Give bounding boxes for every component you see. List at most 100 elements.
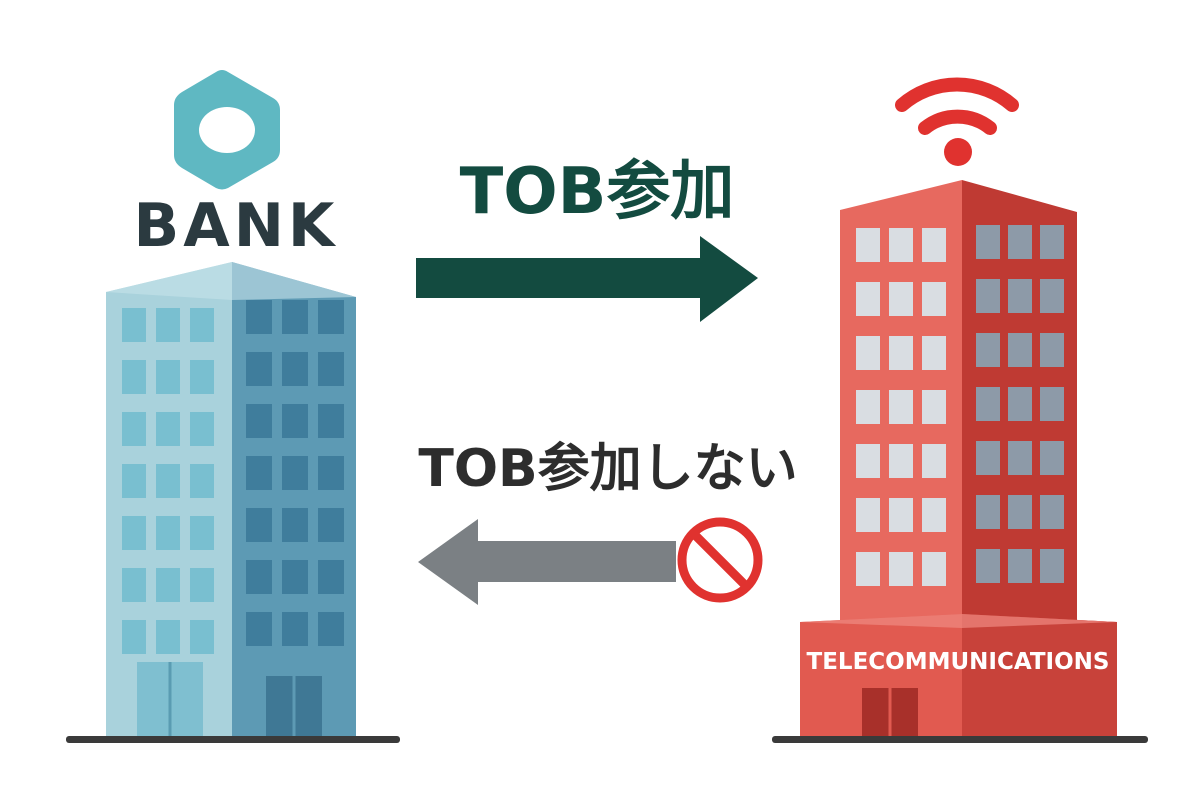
bank-window <box>156 360 180 394</box>
bank-window <box>122 412 146 446</box>
telecom-window <box>856 444 880 478</box>
telecom-window <box>1008 549 1032 583</box>
bank-window <box>190 568 214 602</box>
telecom-window <box>922 390 946 424</box>
telecom-window <box>1040 279 1064 313</box>
telecom-building: TELECOMMUNICATIONS <box>800 180 1117 738</box>
bank-window <box>190 620 214 654</box>
telecom-window <box>976 225 1000 259</box>
bank-window <box>246 560 272 594</box>
telecom-window <box>856 228 880 262</box>
not-participate-arrow-group: TOB参加しない <box>418 439 798 605</box>
telecom-window <box>1040 333 1064 367</box>
bank-ground-line <box>66 736 400 743</box>
telecom-window <box>1040 549 1064 583</box>
telecom-window <box>889 336 913 370</box>
bank-window <box>122 308 146 342</box>
bank-window <box>282 456 308 490</box>
bank-window <box>246 300 272 334</box>
telecom-window <box>1040 387 1064 421</box>
bank-window <box>190 308 214 342</box>
bank-window <box>156 308 180 342</box>
telecom-windows-front <box>856 228 946 586</box>
bank-window <box>156 464 180 498</box>
telecom-window <box>976 441 1000 475</box>
telecom-window <box>976 549 1000 583</box>
telecom-window <box>1008 441 1032 475</box>
telecom-window <box>922 444 946 478</box>
bank-window <box>318 456 344 490</box>
bank-window <box>282 560 308 594</box>
bank-window <box>156 516 180 550</box>
bank-window <box>246 508 272 542</box>
bank-window <box>318 560 344 594</box>
telecom-window <box>889 228 913 262</box>
bank-window <box>246 404 272 438</box>
bank-window <box>318 300 344 334</box>
telecom-window <box>1008 387 1032 421</box>
telecom-window <box>976 495 1000 529</box>
bank-window <box>156 568 180 602</box>
telecom-window <box>856 498 880 532</box>
hexagon-logo-icon <box>174 70 280 190</box>
telecom-window <box>976 333 1000 367</box>
bank-window <box>318 508 344 542</box>
bank-window <box>122 568 146 602</box>
bank-window <box>122 620 146 654</box>
telecom-window <box>856 390 880 424</box>
telecom-window <box>856 282 880 316</box>
telecom-window <box>922 282 946 316</box>
telecom-window <box>1008 495 1032 529</box>
bank-window <box>282 300 308 334</box>
bank-window <box>246 612 272 646</box>
telecom-window <box>1040 441 1064 475</box>
telecom-window <box>976 279 1000 313</box>
telecom-window <box>922 552 946 586</box>
telecom-window <box>856 552 880 586</box>
participate-arrow <box>416 236 758 322</box>
telecom-window <box>889 444 913 478</box>
not-participate-arrow <box>418 519 676 605</box>
wifi-signal-icon <box>895 77 1019 166</box>
bank-window <box>318 352 344 386</box>
telecom-window <box>889 552 913 586</box>
bank-window <box>246 352 272 386</box>
telecom-window <box>1040 495 1064 529</box>
bank-window <box>156 620 180 654</box>
bank-window <box>156 412 180 446</box>
bank-window <box>122 360 146 394</box>
bank-window <box>190 516 214 550</box>
telecom-window <box>922 336 946 370</box>
bank-window <box>282 352 308 386</box>
telecom-window <box>889 498 913 532</box>
bank-group: BANK <box>66 70 400 743</box>
bank-window <box>246 456 272 490</box>
bank-window <box>282 404 308 438</box>
telecom-window <box>889 282 913 316</box>
bank-window <box>190 360 214 394</box>
telecom-window <box>1008 333 1032 367</box>
participate-arrow-group: TOB参加 <box>416 155 758 322</box>
bank-window <box>282 612 308 646</box>
telecom-window <box>1008 225 1032 259</box>
bank-window <box>122 464 146 498</box>
bank-window <box>318 612 344 646</box>
bank-window <box>318 404 344 438</box>
bank-window <box>122 516 146 550</box>
prohibited-icon <box>677 517 763 603</box>
telecom-window <box>922 498 946 532</box>
telecom-window <box>1040 225 1064 259</box>
bank-windows-side <box>246 300 344 646</box>
telecom-label: TELECOMMUNICATIONS <box>807 649 1110 675</box>
telecom-window <box>1008 279 1032 313</box>
telecom-window <box>856 336 880 370</box>
bank-window <box>190 412 214 446</box>
telecom-window <box>976 387 1000 421</box>
bank-window <box>190 464 214 498</box>
telecom-ground-line <box>772 736 1148 743</box>
bank-label: BANK <box>134 191 339 261</box>
bank-window <box>282 508 308 542</box>
telecom-group: TELECOMMUNICATIONS <box>772 77 1148 743</box>
